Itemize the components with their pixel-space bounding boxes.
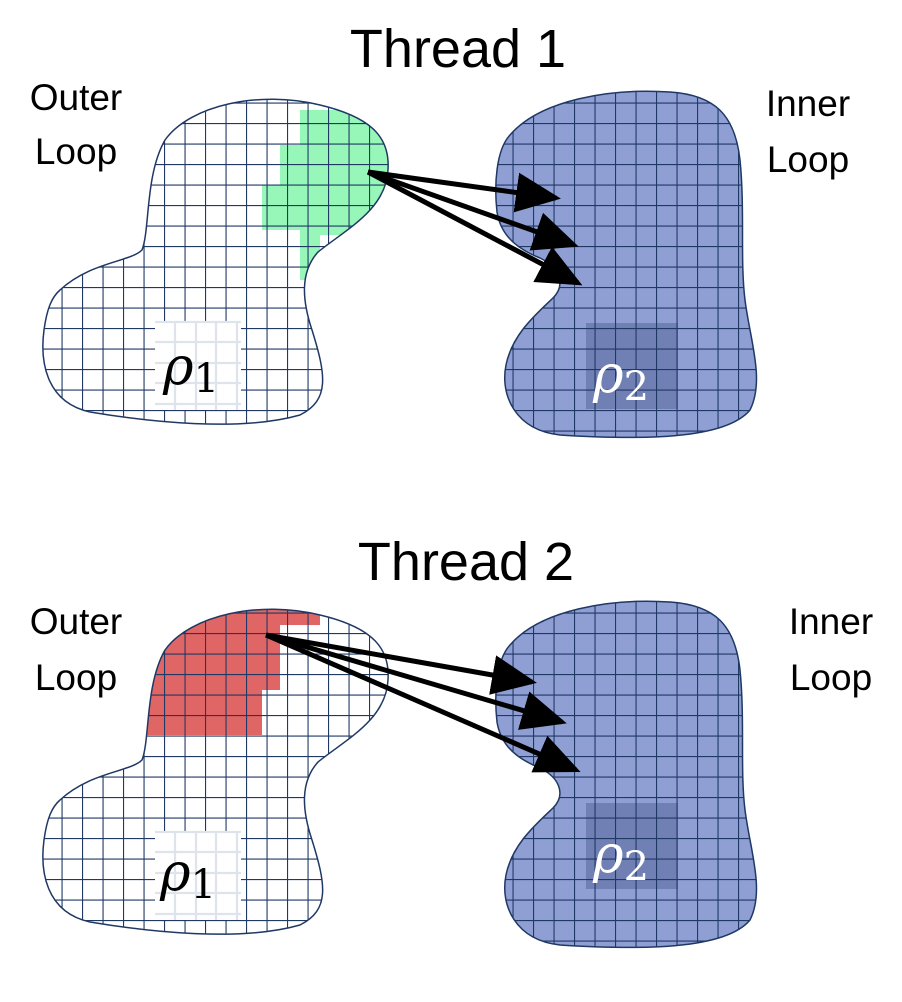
thread-1-title: Thread 1 xyxy=(350,19,566,79)
thread-2-rho1-patch xyxy=(155,830,241,920)
thread-2-title: Thread 2 xyxy=(358,532,574,592)
thread-2-outer-label-line1: Outer xyxy=(30,601,123,642)
thread-1-arrows xyxy=(366,169,583,286)
thread-1-rho1-patch xyxy=(155,320,241,410)
thread-2-arrow-3 xyxy=(265,632,581,773)
thread-2-rho1-label: ρ1 xyxy=(159,843,216,908)
thread-2-arrow-2 xyxy=(265,632,567,730)
thread-2-inner-region xyxy=(495,600,758,949)
thread-1-inner-label-line2: Loop xyxy=(767,139,849,180)
thread-1-arrow-1 xyxy=(367,169,561,213)
thread-1-outer-label-line2: Loop xyxy=(35,131,117,172)
thread-2-arrow-1 xyxy=(265,632,537,695)
thread-2-inner-label-line2: Loop xyxy=(790,657,872,698)
thread-2-outer-label-line2: Loop xyxy=(35,657,117,698)
thread-1-arrow-2 xyxy=(367,169,579,251)
thread-1-inner-label-line1: Inner xyxy=(766,83,850,124)
thread-1-panel: Thread 1 Outer Loop Inner Loop ρ1 xyxy=(30,19,850,439)
thread-1-arrow-3 xyxy=(366,169,583,286)
thread-1-outer-label-line1: Outer xyxy=(30,77,123,118)
thread-2-rho2-label: ρ2 xyxy=(592,825,649,890)
thread-1-rho2-label: ρ2 xyxy=(592,345,649,410)
thread-2-inner-label-line1: Inner xyxy=(789,601,873,642)
thread-2-panel: Thread 2 Outer Loop Inner Loop ρ1 xyxy=(30,532,873,949)
thread-1-rho1-label: ρ1 xyxy=(162,337,219,402)
thread-2-arrows xyxy=(265,632,581,773)
thread-1-inner-region xyxy=(495,90,758,439)
